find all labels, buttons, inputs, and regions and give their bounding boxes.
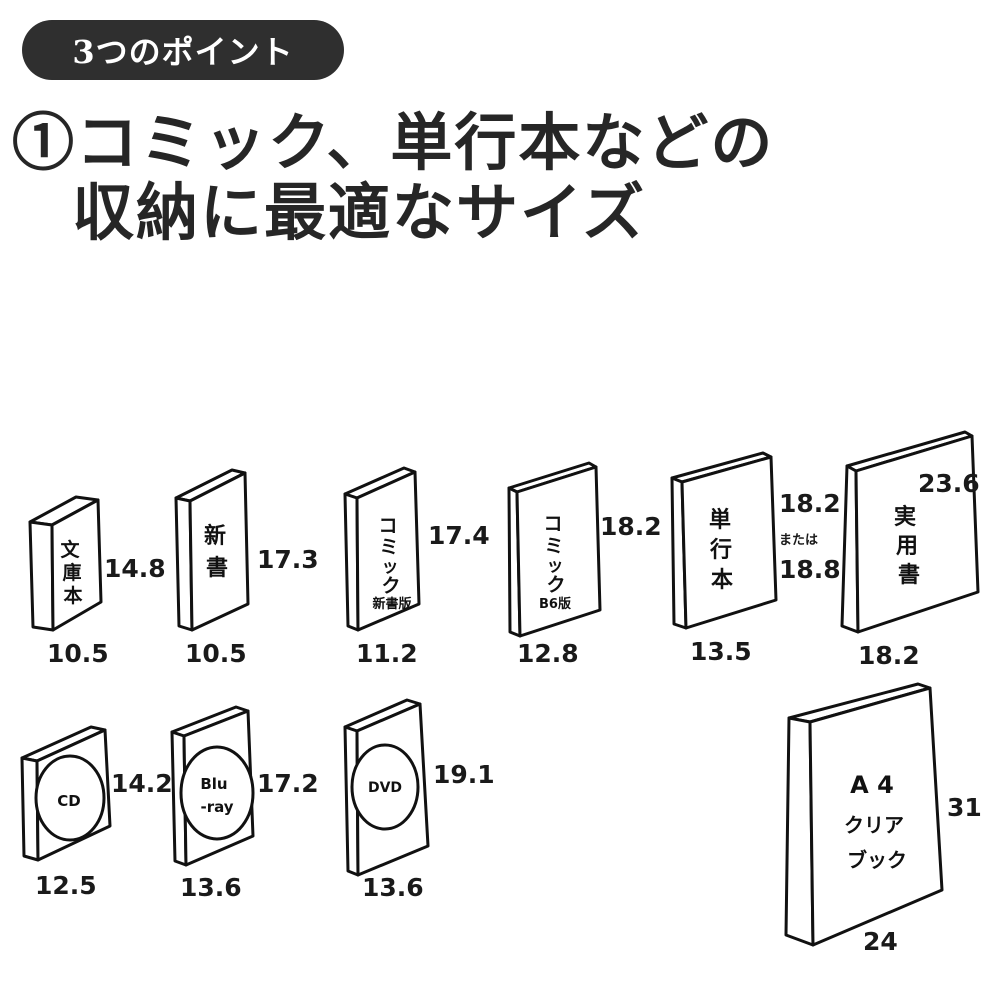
a4-width: 24 <box>863 927 898 956</box>
shinsho-book: 新 書 <box>174 468 250 632</box>
comic-b6-sub: B6版 <box>539 596 571 612</box>
headline-line-1: ①コミック、単行本などの <box>12 106 775 179</box>
tankobon-width: 13.5 <box>690 637 752 666</box>
jitsuyo-book: 実 用 書 <box>840 430 980 634</box>
a4-height: 31 <box>947 793 982 822</box>
comic-shinsho-cover-1: コ <box>378 515 397 537</box>
comic-b6-cover-2: ミ <box>544 535 563 557</box>
bluray-case: Blu -ray <box>170 705 255 867</box>
bluray-width: 13.6 <box>180 873 242 902</box>
a4-cover-1: A 4 <box>850 771 894 799</box>
bunko-book: 文 庫 本 <box>28 495 103 632</box>
tankobon-cover-3: 本 <box>711 568 733 593</box>
headline-line-2: 収納に最適なサイズ <box>72 176 647 249</box>
comic-shinsho-book: コ ミ ッ ク 新書版 <box>343 466 421 632</box>
jitsuyo-height: 23.6 <box>918 469 980 498</box>
bunko-height: 14.8 <box>104 554 166 583</box>
cd-width: 12.5 <box>35 871 97 900</box>
tankobon-book: 単 行 本 <box>670 451 778 630</box>
cd-cover-label: CD <box>57 792 80 810</box>
comic-shinsho-cover-3: ッ <box>382 557 399 577</box>
shinsho-cover-2: 書 <box>206 555 228 581</box>
cd-height: 14.2 <box>111 769 173 798</box>
comic-b6-height: 18.2 <box>600 512 662 541</box>
comic-shinsho-height: 17.4 <box>428 521 490 550</box>
bunko-cover-3: 本 <box>63 584 82 607</box>
jitsuyo-width: 18.2 <box>858 641 920 670</box>
comic-b6-width: 12.8 <box>517 639 579 668</box>
shinsho-width: 10.5 <box>185 639 247 668</box>
dvd-width: 13.6 <box>362 873 424 902</box>
jitsuyo-cover-3: 書 <box>898 562 920 588</box>
a4-cover-2: クリア <box>844 813 904 837</box>
jitsuyo-cover-1: 実 <box>894 504 916 530</box>
tankobon-cover-2: 行 <box>709 537 732 563</box>
bunko-cover-1: 文 <box>60 538 80 561</box>
comic-b6-cover-1: コ <box>543 513 562 535</box>
tankobon-cover-1: 単 <box>709 507 731 533</box>
tankobon-height-2: 18.8 <box>779 555 841 584</box>
tankobon-height-or: または <box>779 533 818 548</box>
bluray-cover-1: Blu <box>200 775 227 793</box>
comic-b6-cover-4: ク <box>546 574 565 596</box>
shinsho-cover-1: 新 <box>204 523 226 549</box>
comic-shinsho-width: 11.2 <box>356 639 418 668</box>
points-badge: 3つのポイント <box>22 20 344 80</box>
comic-shinsho-sub: 新書版 <box>372 596 411 612</box>
comic-shinsho-cover-4: ク <box>381 575 400 597</box>
cd-case: CD <box>20 725 112 862</box>
bluray-height: 17.2 <box>257 769 319 798</box>
bunko-width: 10.5 <box>47 639 109 668</box>
bunko-cover-2: 庫 <box>62 561 81 584</box>
comic-b6-cover-3: ッ <box>547 556 564 576</box>
dvd-height: 19.1 <box>433 760 495 789</box>
tankobon-height: 18.2 <box>779 489 841 518</box>
bluray-cover-2: -ray <box>200 798 233 816</box>
jitsuyo-cover-2: 用 <box>896 534 918 559</box>
dvd-case: DVD <box>343 698 430 877</box>
a4-cover-3: ブック <box>847 848 907 872</box>
comic-b6-book: コ ミ ッ ク B6版 <box>507 461 602 638</box>
comic-shinsho-cover-2: ミ <box>379 536 398 558</box>
shinsho-height: 17.3 <box>257 545 319 574</box>
dvd-cover-label: DVD <box>368 780 402 796</box>
a4-clear-book: A 4 クリア ブック <box>784 682 944 947</box>
